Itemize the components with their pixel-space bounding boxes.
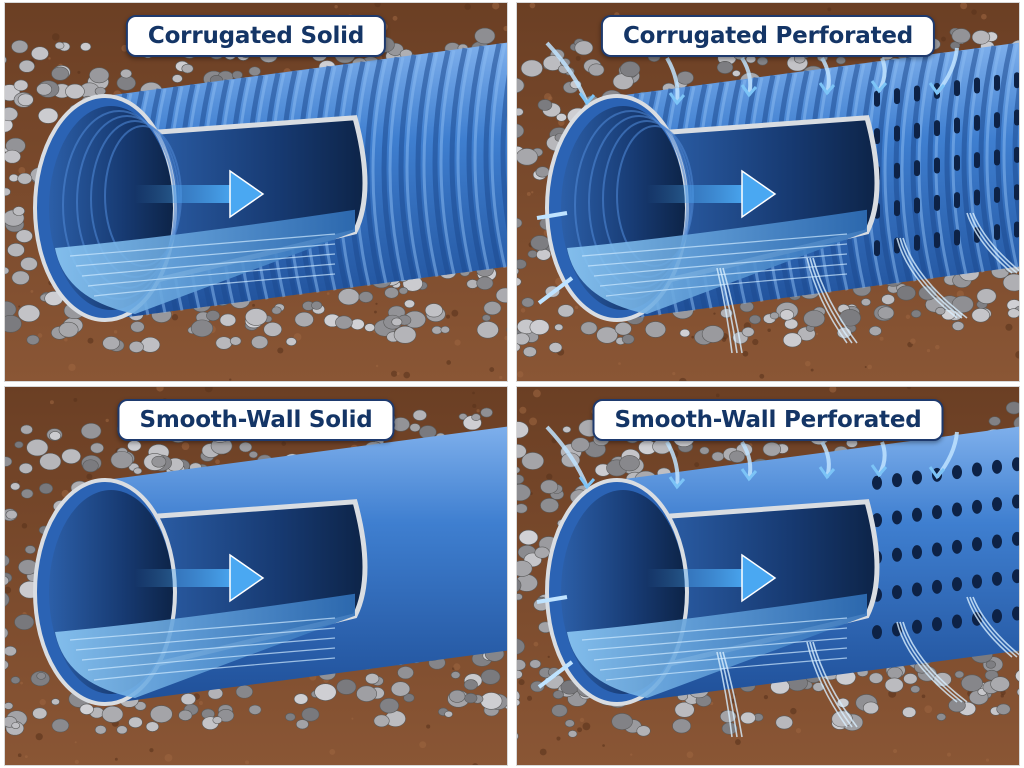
- water-jet-icon: [536, 41, 1019, 354]
- panel-corrugated-solid: Corrugated Solid: [4, 2, 508, 382]
- flow-arrow-icon: [135, 553, 265, 603]
- water-jet-icon: [536, 425, 1019, 738]
- flow-arrow-icon: [647, 169, 777, 219]
- pipe-illustration: [5, 387, 507, 765]
- pipe-illustration: [5, 3, 507, 381]
- panel-title: Smooth-Wall Solid: [117, 399, 395, 441]
- panel-title: Corrugated Perforated: [600, 15, 936, 57]
- panel-smooth-wall-perforated: Smooth-Wall Perforated: [516, 386, 1020, 766]
- flow-arrow-icon: [135, 169, 265, 219]
- panel-smooth-wall-solid: Smooth-Wall Solid: [4, 386, 508, 766]
- panel-title: Smooth-Wall Perforated: [592, 399, 944, 441]
- pipe-illustration: [517, 3, 1019, 381]
- pipe-illustration: [517, 387, 1019, 765]
- flow-arrow-icon: [647, 553, 777, 603]
- panel-corrugated-perforated: Corrugated Perforated: [516, 2, 1020, 382]
- panel-title: Corrugated Solid: [125, 15, 387, 57]
